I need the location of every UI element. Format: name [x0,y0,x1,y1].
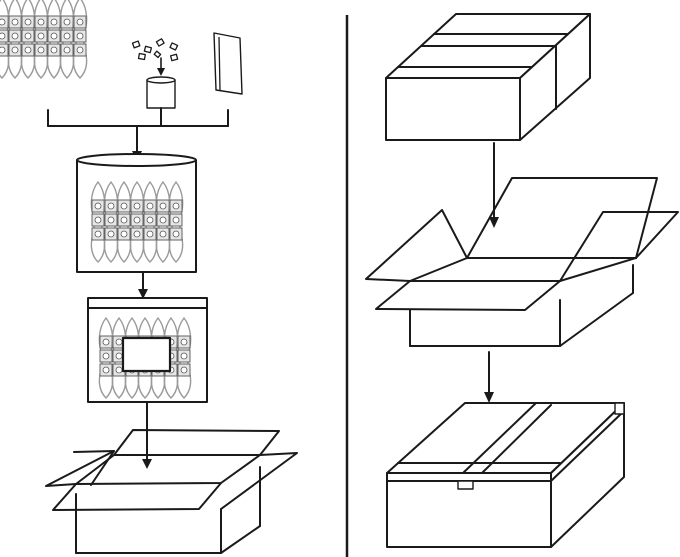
arrow-icon [138,271,148,299]
collector-bracket [47,107,229,161]
carton-icon [385,13,591,141]
labeled-bundle-icon [87,297,208,403]
label-icon [121,336,172,373]
arrow-icon [484,351,494,403]
tape-icon [457,402,625,490]
carton-icon [386,402,625,548]
led-module-strip-icon [0,0,87,78]
manual-icon [213,32,243,95]
carton-icon [365,177,679,347]
carton-icon [45,429,298,554]
arrow-icon [489,142,499,228]
arrow-icon [142,401,152,469]
arrow-icon [157,57,165,76]
connector-icon [131,38,179,62]
drum-icon [76,153,197,273]
accessory-bag-icon [146,76,176,109]
